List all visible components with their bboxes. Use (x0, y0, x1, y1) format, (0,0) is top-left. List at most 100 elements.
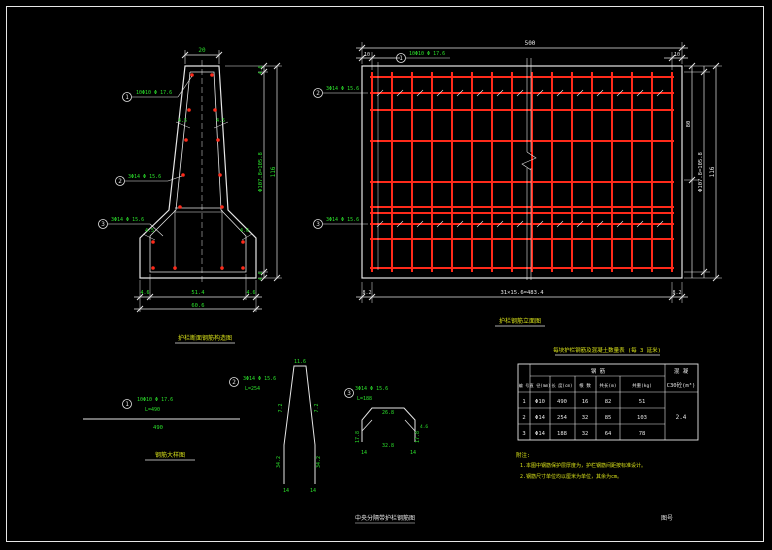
svg-text:编 号: 编 号 (519, 382, 529, 388)
svg-text:3Φ14 Φ 15.6: 3Φ14 Φ 15.6 (326, 86, 359, 92)
bar2-shape (283, 365, 316, 484)
rebar-tick (516, 89, 524, 97)
table-header-row: 编 号 直 径(mm) 长 度(cm) 根 数 共长(m) 共重(kg) C30… (519, 381, 696, 389)
rebar-tick (416, 220, 424, 228)
notes-heading: 附注: (516, 451, 530, 459)
bar3-shape (361, 407, 416, 442)
drawing-frame (6, 6, 764, 542)
notes-item: 2.钢筋尺寸单位均以厘米为单位，其余为cm。 (520, 473, 622, 480)
svg-text:3Φ14 Φ 15.6: 3Φ14 Φ 15.6 (128, 174, 161, 180)
notes-item: 1.本图中钢筋保护层厚度为，护栏钢筋间距按标准设计。 (520, 462, 646, 469)
rebar-tick (536, 89, 544, 97)
rebar-tick (596, 89, 604, 97)
bar3-detail: 3 3Φ14 Φ 15.6 L=188 26.8 17.8 17.8 32.8 … (344, 386, 428, 456)
section-caption: 护栏断面钢筋构造图 (178, 334, 232, 342)
quantity-table: 每块护栏钢筋及混凝土数量表 (每 3 延米) 钢 筋 混 凝 编 号 直 径(m… (517, 346, 699, 441)
elevation-callout-3: 3 3Φ14 Φ 15.6 (313, 217, 368, 229)
rebar-tick (636, 220, 644, 228)
bar1-length: 490 (153, 425, 163, 431)
sheet-title: 中央分隔带护栏钢筋图 (355, 514, 415, 522)
bar2-side-left: 7.2 (278, 403, 284, 412)
svg-text:3: 3 (316, 221, 320, 228)
elevation-top-dim-left: 10 (364, 52, 370, 58)
elevation-top-dim-right: 10 (674, 52, 680, 58)
elevation-callout-1: 1 10Φ10 Φ 17.6 (377, 51, 450, 270)
svg-text:直 径(mm): 直 径(mm) (530, 382, 551, 388)
section-rebar-dots (151, 73, 245, 270)
svg-text:2: 2 (118, 178, 122, 185)
rebar-tick (476, 220, 484, 228)
bar3-side-left: 17.8 (355, 431, 361, 443)
bar2-lower-right: 34.2 (316, 456, 322, 468)
svg-text:3: 3 (522, 431, 525, 437)
rebar-tick (396, 89, 404, 97)
elevation-rebar-grid (370, 72, 674, 272)
bar3-foot-left: 14 (361, 450, 367, 456)
rebar-tick (496, 220, 504, 228)
bar2-label: 3Φ14 Φ 15.6 (243, 376, 276, 382)
section-outline (139, 65, 257, 279)
svg-text:490: 490 (557, 399, 567, 405)
bar2-bottom-right: 14 (310, 488, 316, 494)
bar2-top: 11.6 (294, 359, 306, 365)
svg-text:根 数: 根 数 (579, 382, 591, 389)
rebar-tick (656, 220, 664, 228)
rebar-tick (596, 220, 604, 228)
svg-text:10Φ10 Φ 17.6: 10Φ10 Φ 17.6 (136, 90, 172, 96)
section-small-dim-top: 4.6 (258, 65, 264, 74)
section-small-dim-bottom: 4.6 (258, 271, 264, 280)
rebar-tick (516, 220, 524, 228)
bar2-detail: 2 3Φ14 Φ 15.6 L=254 11.6 7.2 7.2 34.2 34… (229, 359, 322, 494)
bar3-bottom: 32.8 (382, 443, 394, 449)
elevation-height: 116 (709, 166, 716, 177)
svg-text:254: 254 (557, 415, 568, 421)
rebar-tick (456, 89, 464, 97)
table-concrete-value: 2.4 (676, 414, 687, 421)
svg-text:85: 85 (605, 415, 612, 421)
elevation-bottom-dim-right: 8.2 (672, 290, 681, 296)
bar2-lower-left: 34.2 (276, 456, 282, 468)
section-bottom-dim-left: 4.6 (140, 290, 149, 296)
bar2-length-label: L=254 (245, 386, 260, 392)
svg-text:32: 32 (582, 431, 589, 437)
elevation-rebar-height: Φ107.8=105.8 (698, 152, 704, 192)
svg-text:3Φ14 Φ 15.6: 3Φ14 Φ 15.6 (326, 217, 359, 223)
svg-text:共重(kg): 共重(kg) (632, 382, 652, 389)
svg-text:C30砼(m³): C30砼(m³) (667, 381, 696, 389)
section-slant-dim-1: 4.5 (178, 118, 187, 124)
svg-text:Φ14: Φ14 (535, 415, 546, 421)
table-row: 2 Φ14 254 32 85 103 (522, 415, 647, 421)
bar2-bottom-left: 14 (283, 488, 289, 494)
svg-text:103: 103 (637, 415, 647, 421)
svg-text:82: 82 (605, 399, 612, 405)
svg-text:188: 188 (557, 431, 567, 437)
svg-text:3Φ14 Φ 15.6: 3Φ14 Φ 15.6 (111, 217, 144, 223)
elevation-outline (361, 65, 683, 279)
elevation-inner-height: 80 (686, 121, 692, 128)
rebar-tick (616, 220, 624, 228)
section-rebar-height: Φ107.8=105.8 (258, 152, 264, 192)
bar3-length-label: L=188 (357, 396, 372, 402)
bar3-small: 4.6 (420, 424, 428, 430)
section-slant-dim-2: 4.5 (216, 118, 225, 124)
section-callout-2: 2 3Φ14 Φ 15.6 (115, 174, 183, 186)
elevation-view: 10 500 10 80 Φ107.8=105.8 116 8.2 31×15.… (313, 40, 722, 327)
bar1-length-label: L=490 (145, 407, 160, 413)
bar3-top: 26.8 (382, 410, 394, 416)
rebar-tick (556, 220, 564, 228)
section-slant-dim-4: 4.6 (240, 228, 249, 234)
bar-detail-caption: 钢筋大样图 (155, 451, 185, 459)
section-top-width: 20 (198, 47, 206, 54)
section-view: 20 Φ107.8=105.8 116 4.6 4.6 4.5 4.5 4.5 … (98, 47, 282, 344)
svg-text:1: 1 (125, 94, 129, 101)
table-title: 每块护栏钢筋及混凝土数量表 (每 3 延米) (553, 346, 661, 354)
rebar-tick (436, 220, 444, 228)
table-row: 1 Φ10 490 16 82 51 (522, 399, 645, 405)
svg-text:2: 2 (522, 415, 525, 421)
rebar-tick (656, 89, 664, 97)
bar1-num: 1 (125, 401, 129, 408)
section-callout-1: 1 10Φ10 Φ 17.6 (122, 75, 193, 102)
bar3-foot-right: 14 (410, 450, 416, 456)
section-callout-3: 3 3Φ14 Φ 15.6 (98, 217, 164, 237)
